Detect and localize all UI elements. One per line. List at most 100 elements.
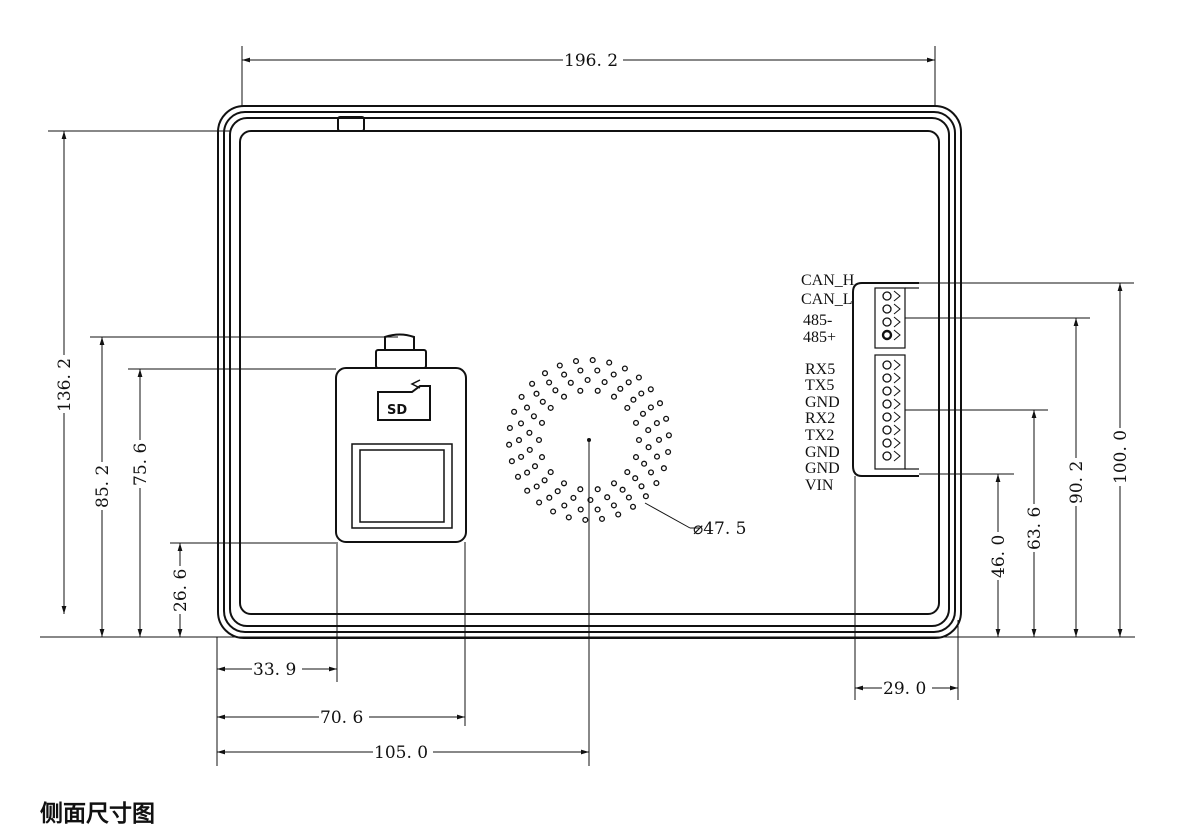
- speaker-hole: [539, 398, 546, 405]
- terminal-pin: [882, 411, 901, 423]
- dimension-labels: 196. 2 136. 2 85. 2 75. 6 26. 6 33. 9 70…: [52, 50, 1132, 763]
- speaker-hole: [577, 506, 584, 513]
- speaker-hole: [526, 429, 533, 436]
- speaker-hole: [518, 393, 525, 400]
- speaker-hole: [529, 380, 536, 387]
- speaker-hole: [541, 370, 549, 377]
- speaker-hole: [506, 441, 513, 448]
- speaker-hole: [594, 367, 601, 374]
- speaker-hole: [511, 408, 518, 415]
- speaker-center-label: 105. 0: [374, 743, 428, 763]
- speaker-hole: [624, 469, 631, 476]
- speaker-hole: [517, 420, 525, 427]
- terminal-pin: [882, 372, 901, 384]
- speaker-hole: [665, 432, 672, 439]
- page-caption: 侧面尺寸图: [40, 801, 155, 827]
- terminal-low-label: 46. 0: [989, 535, 1009, 578]
- speaker-hole: [638, 483, 645, 490]
- pin-label: RX2: [805, 410, 835, 427]
- speaker-hole: [647, 386, 654, 393]
- extension-lines: [40, 46, 1135, 766]
- pin-label: GND: [805, 460, 840, 477]
- overall-height-label: 136. 2: [55, 358, 75, 412]
- speaker-hole: [635, 374, 642, 381]
- speaker-hole: [523, 404, 531, 411]
- speaker-hole: [594, 486, 601, 493]
- speaker-hole: [619, 486, 626, 493]
- speaker-hole: [547, 469, 554, 476]
- sd-right-label: 70. 6: [320, 708, 363, 728]
- pin-label: CAN_L: [801, 291, 853, 308]
- pin-label: TX5: [805, 377, 834, 394]
- pin-label: VIN: [805, 477, 834, 494]
- terminal-pin: [882, 424, 901, 436]
- terminal-pin: [882, 398, 901, 410]
- pin-label: GND: [805, 394, 840, 411]
- speaker-hole: [526, 446, 533, 453]
- sd-left-label: 33. 9: [253, 660, 296, 680]
- speaker-hole: [606, 359, 613, 366]
- speaker-hole: [538, 419, 546, 426]
- speaker-hole: [567, 379, 574, 386]
- sd-bottom-label: 26. 6: [171, 569, 191, 612]
- speaker-hole: [506, 424, 513, 432]
- speaker-hole: [589, 357, 596, 364]
- sd-card-icon: [377, 385, 431, 421]
- terminal-upper-label: 90. 2: [1067, 461, 1087, 504]
- speaker-hole: [625, 494, 632, 501]
- speaker-hole: [587, 496, 594, 504]
- sd-label: SD: [387, 403, 407, 418]
- speaker-hole: [552, 387, 559, 394]
- terminal-top-label: 100. 0: [1111, 430, 1131, 484]
- speaker-hole: [546, 379, 553, 386]
- speaker-hole: [518, 453, 525, 460]
- speaker-hole: [561, 371, 568, 378]
- terminal-pin: [882, 385, 901, 397]
- speaker-hole: [642, 493, 649, 500]
- terminal-pin: [882, 290, 901, 302]
- speaker-hole: [536, 499, 543, 506]
- speaker-hole: [561, 502, 568, 509]
- speaker-hole: [656, 400, 664, 407]
- speaker-hole: [560, 393, 568, 400]
- terminal-width-label: 29. 0: [883, 679, 926, 699]
- terminal-pin: [882, 450, 901, 462]
- speaker-hole: [572, 358, 580, 365]
- speaker-hole: [610, 393, 618, 400]
- speaker-hole: [538, 454, 546, 461]
- speaker-hole: [653, 480, 660, 487]
- pin-label: 485+: [803, 329, 836, 346]
- speaker-hole: [594, 506, 601, 513]
- speaker-hole: [617, 385, 624, 392]
- speaker-hole: [598, 515, 606, 522]
- speaker-hole: [554, 488, 561, 495]
- terminal-pin: [881, 329, 901, 341]
- speaker-hole: [624, 404, 631, 411]
- pin-label: RX5: [805, 361, 835, 378]
- speaker-hole: [594, 387, 601, 394]
- speaker-hole: [632, 475, 639, 482]
- speaker-hole: [577, 387, 584, 394]
- pin-label: 485-: [803, 312, 832, 329]
- speaker-hole: [630, 396, 637, 403]
- speaker-hole: [610, 480, 618, 487]
- speaker-hole: [625, 379, 632, 386]
- speaker-hole: [541, 477, 548, 484]
- top-notch: [337, 116, 365, 132]
- overall-width-label: 196. 2: [564, 51, 618, 71]
- pin-labels: CAN_H CAN_L 485- 485+ RX5 TX5 GND RX2 TX…: [801, 272, 855, 494]
- speaker-hole: [632, 454, 640, 461]
- pin-label: TX2: [805, 427, 834, 444]
- speaker-hole: [533, 390, 540, 397]
- speaker-hole: [577, 367, 584, 374]
- speaker-hole: [524, 487, 531, 494]
- speaker-hole: [660, 465, 667, 472]
- pin-label: GND: [805, 444, 840, 461]
- speaker-hole: [530, 413, 537, 420]
- speaker-hole: [531, 463, 539, 470]
- pin-label: CAN_H: [801, 272, 855, 289]
- speaker-hole: [565, 514, 572, 521]
- speaker-hole: [570, 494, 577, 501]
- speaker-hole: [647, 469, 655, 476]
